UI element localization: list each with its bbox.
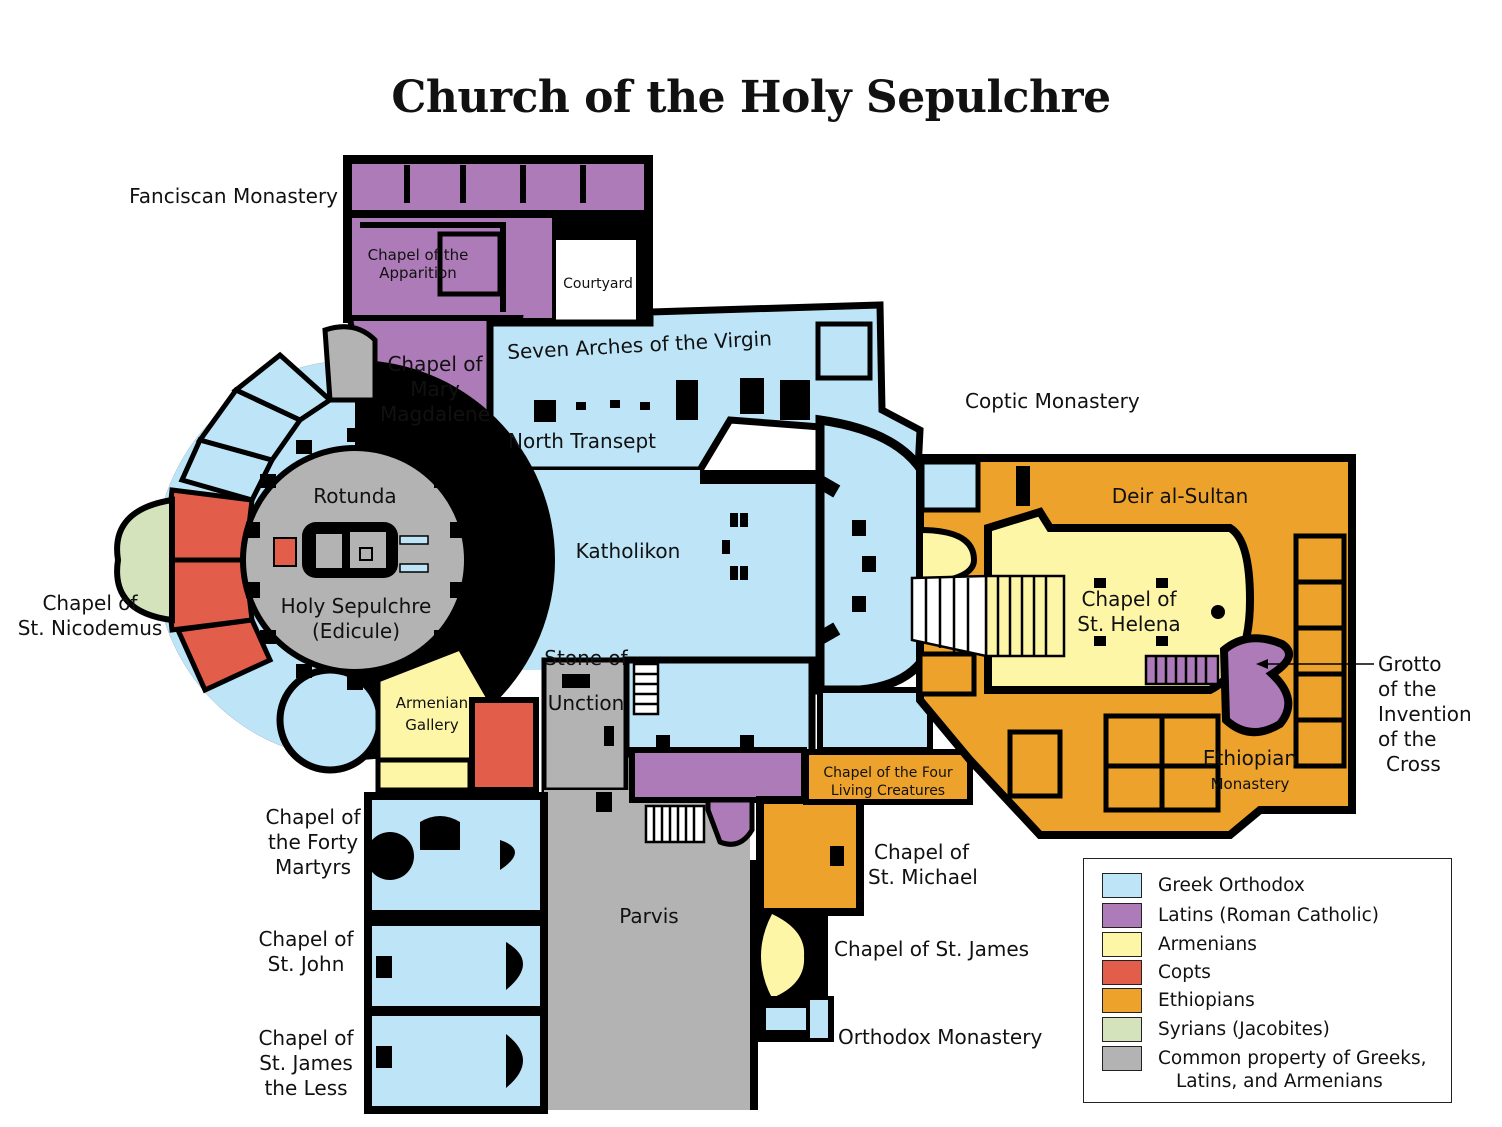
legend-label: Ethiopians bbox=[1158, 990, 1255, 1011]
label-four-living-line1: Chapel of the Four bbox=[823, 765, 953, 781]
label-nicodemus-line1: Chapel of bbox=[42, 591, 138, 615]
label-parvis: Parvis bbox=[619, 904, 679, 928]
grotto-invention-cross-area bbox=[1144, 634, 1374, 736]
map-legend: Greek Orthodox Latins (Roman Catholic) A… bbox=[1083, 858, 1452, 1103]
label-chapel-apparition-line2: Apparition bbox=[379, 264, 457, 282]
legend-label: Copts bbox=[1158, 962, 1211, 983]
label-chapel-st-helena: Chapel of St. Helena bbox=[1066, 587, 1192, 637]
label-mary-magdalene-line3: Magdalene bbox=[380, 402, 490, 426]
legend-label: Common property of Greeks, bbox=[1158, 1048, 1427, 1069]
orthodox-monastery-area bbox=[758, 996, 834, 1042]
label-ethiopian-monastery-line1: Ethiopian bbox=[1202, 746, 1298, 770]
label-forty-martyrs-line2: the Forty bbox=[267, 830, 359, 854]
st-michael-chapel-area bbox=[756, 796, 864, 916]
label-chapel-st-james-less: Chapel of St. James the Less bbox=[250, 1026, 362, 1101]
legend-swatch bbox=[1102, 960, 1142, 985]
label-mary-magdalene-line2: Mary bbox=[410, 377, 460, 401]
forty-martyrs-chapel-area bbox=[364, 792, 548, 918]
label-courtyard: Courtyard bbox=[563, 276, 633, 292]
label-grotto-line2: of the bbox=[1378, 677, 1437, 701]
label-grotto-line5: Cross bbox=[1386, 752, 1441, 776]
label-armenian-gallery-line2: Gallery bbox=[405, 716, 459, 734]
label-grotto-line3: Invention bbox=[1378, 702, 1472, 726]
label-chapel-forty-martyrs: Chapel of the Forty Martyrs bbox=[256, 805, 370, 880]
label-holy-sepulchre: Holy Sepulchre (Edicule) bbox=[268, 594, 444, 644]
st-james-less-chapel-area bbox=[364, 1008, 548, 1114]
label-grotto-invention-cross: Grotto of the Invention of the Cross bbox=[1378, 652, 1472, 777]
four-living-creatures-area bbox=[803, 749, 973, 805]
label-st-john-line2: St. John bbox=[267, 952, 345, 976]
label-nicodemus-line2: St. Nicodemus bbox=[17, 616, 163, 640]
label-chapel-apparition-line1: Chapel of the bbox=[367, 246, 469, 264]
label-helena-line1: Chapel of bbox=[1081, 587, 1177, 611]
legend-label-line2: Latins, and Armenians bbox=[1176, 1071, 1383, 1092]
label-grotto-line1: Grotto bbox=[1378, 652, 1442, 676]
legend-swatch bbox=[1102, 932, 1142, 957]
label-ethiopian-monastery-line2: Monastery bbox=[1210, 775, 1290, 793]
label-chapel-st-james: Chapel of St. James bbox=[834, 937, 1030, 961]
legend-swatch bbox=[1102, 988, 1142, 1013]
legend-label: Greek Orthodox bbox=[1158, 875, 1305, 896]
legend-swatch bbox=[1102, 873, 1142, 898]
label-stone-of-unction-line1: Stone of bbox=[544, 646, 628, 670]
st-john-chapel-area bbox=[364, 918, 548, 1014]
label-chapel-st-nicodemus: Chapel of St. Nicodemus bbox=[12, 591, 168, 641]
label-st-james-less-line3: the Less bbox=[264, 1076, 348, 1100]
label-stone-of-unction: Stone of Unction bbox=[534, 646, 638, 716]
label-mary-magdalene-line1: Chapel of bbox=[387, 352, 483, 376]
label-ethiopian-monastery: Ethiopian Monastery bbox=[1190, 746, 1310, 793]
label-deir-al-sultan: Deir al-Sultan bbox=[1111, 484, 1249, 508]
legend-swatch bbox=[1102, 1046, 1142, 1071]
legend-label: Syrians (Jacobites) bbox=[1158, 1019, 1330, 1040]
label-coptic-monastery: Coptic Monastery bbox=[965, 389, 1140, 413]
label-north-transept: North Transept bbox=[508, 429, 656, 453]
label-helena-line2: St. Helena bbox=[1077, 612, 1181, 636]
label-katholikon: Katholikon bbox=[575, 539, 681, 563]
legend-label: Armenians bbox=[1158, 934, 1257, 955]
label-forty-martyrs-line1: Chapel of bbox=[265, 805, 361, 829]
map-title: Church of the Holy Sepulchre bbox=[391, 72, 1111, 123]
label-holy-sepulchre-line2: (Edicule) bbox=[311, 619, 401, 643]
label-chapel-apparition: Chapel of the Apparition bbox=[352, 246, 484, 282]
franciscan-monastery-area bbox=[343, 155, 653, 323]
label-armenian-gallery-line1: Armenian bbox=[395, 694, 469, 712]
label-franciscan-monastery: Fanciscan Monastery bbox=[129, 184, 338, 208]
armenian-gallery-area bbox=[375, 644, 539, 793]
label-armenian-gallery: Armenian Gallery bbox=[380, 694, 484, 734]
label-chapel-four-living-creatures: Chapel of the Four Living Creatures bbox=[808, 764, 968, 800]
parvis-area bbox=[544, 790, 758, 1110]
label-four-living-line2: Living Creatures bbox=[830, 783, 946, 799]
legend-swatch bbox=[1102, 1017, 1142, 1042]
label-holy-sepulchre-line1: Holy Sepulchre bbox=[280, 594, 432, 618]
label-stone-of-unction-line2: Unction bbox=[547, 691, 625, 715]
label-forty-martyrs-line3: Martyrs bbox=[274, 855, 352, 879]
label-rotunda: Rotunda bbox=[313, 484, 397, 508]
legend-swatch bbox=[1102, 903, 1142, 928]
latin-courtyard-area bbox=[629, 662, 807, 847]
label-chapel-mary-magdalene: Chapel of Mary Magdalene bbox=[376, 352, 494, 427]
label-st-john-line1: Chapel of bbox=[258, 927, 354, 951]
label-st-james-less-line1: Chapel of bbox=[258, 1026, 354, 1050]
rotunda-area bbox=[114, 324, 555, 774]
label-grotto-line4: of the bbox=[1378, 727, 1437, 751]
st-james-chapel-area bbox=[758, 912, 828, 1000]
label-st-james-less-line2: St. James bbox=[259, 1051, 353, 1075]
label-chapel-st-michael: Chapel of St. Michael bbox=[868, 840, 978, 890]
label-st-michael-line2: St. Michael bbox=[868, 865, 978, 889]
label-chapel-st-john: Chapel of St. John bbox=[250, 927, 362, 977]
label-st-michael-line1: Chapel of bbox=[874, 840, 970, 864]
label-orthodox-monastery: Orthodox Monastery bbox=[838, 1025, 1043, 1049]
legend-label: Latins (Roman Catholic) bbox=[1158, 905, 1380, 926]
